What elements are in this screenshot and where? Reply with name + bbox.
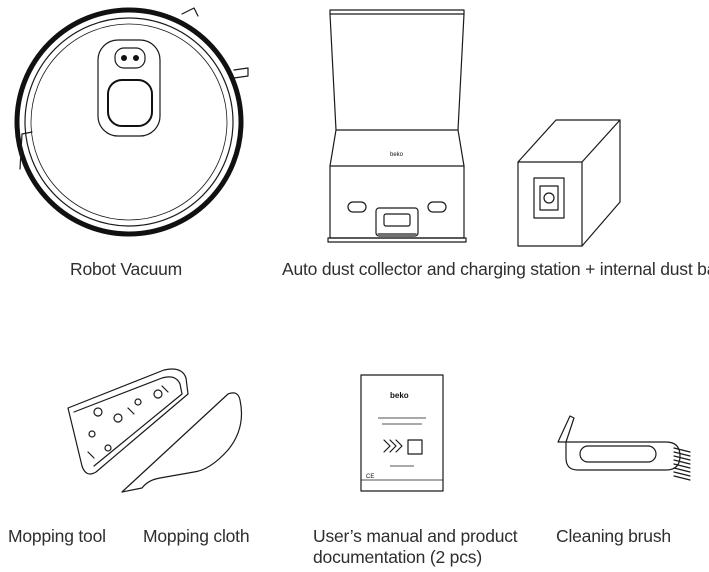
mopping-tool-illustration: [58, 368, 198, 480]
manual-brand: beko: [390, 391, 409, 400]
manual-booklet-illustration: beko CE: [360, 374, 444, 492]
mopping-cloth-illustration: [120, 388, 246, 500]
robot-vacuum-label: Robot Vacuum: [70, 259, 183, 279]
station-label: Auto dust collector and charging station…: [282, 259, 709, 279]
mopping-tool-label: Mopping tool: [8, 526, 106, 546]
station-logo: beko: [390, 152, 404, 158]
svg-text:CE: CE: [366, 474, 374, 480]
dust-bag-illustration: [514, 116, 624, 248]
mopping-cloth-label: Mopping cloth: [143, 526, 250, 546]
cleaning-brush-illustration: [556, 412, 694, 492]
dust-station-illustration: beko: [318, 6, 478, 246]
manual-label-line1: User’s manual and product: [313, 526, 518, 546]
robot-vacuum-illustration: [12, 4, 252, 244]
manual-label-line2: documentation (2 pcs): [313, 547, 482, 567]
cleaning-brush-label: Cleaning brush: [556, 526, 671, 546]
